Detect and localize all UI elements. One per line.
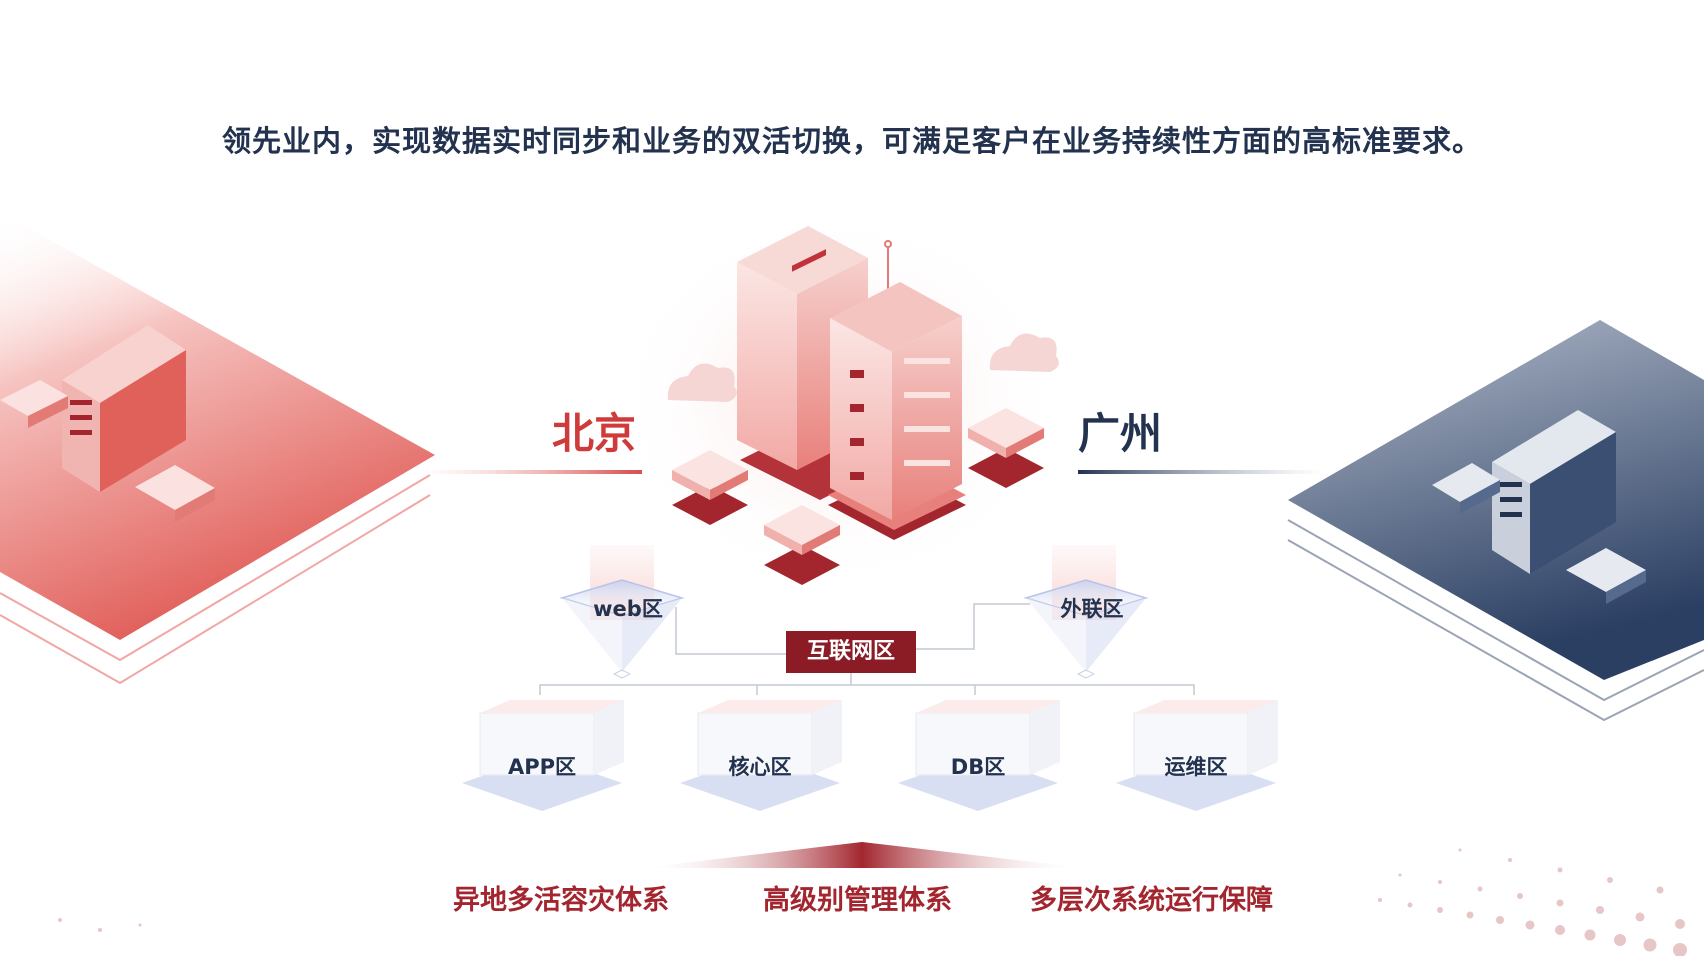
bottom-accent-bar xyxy=(640,842,1084,868)
headline: 领先业内，实现数据实时同步和业务的双活切换，可满足客户在业务持续性方面的高标准要… xyxy=(221,124,1482,158)
ops-zone-cube xyxy=(1116,700,1278,811)
db-zone-cube xyxy=(898,700,1060,811)
server-box-icon xyxy=(1492,410,1616,574)
router-icon xyxy=(1432,463,1646,604)
bottom-item-operations: 多层次系统运行保障 xyxy=(1030,885,1273,916)
server-cluster-icon xyxy=(610,210,1070,590)
bottom-item-disaster-recovery: 异地多活容灾体系 xyxy=(453,885,669,916)
city-beijing: 北京 xyxy=(552,409,637,458)
router-icon xyxy=(0,380,215,522)
app-zone-label: APP区 xyxy=(507,755,577,779)
app-zone-cube xyxy=(462,700,624,811)
switch-module-icon xyxy=(672,408,1044,585)
db-zone-label: DB区 xyxy=(950,755,1006,779)
cloud-icon xyxy=(989,333,1059,372)
external-zone-cone xyxy=(1023,579,1149,679)
cloud-icon xyxy=(667,363,737,402)
beijing-link-line xyxy=(420,470,642,474)
city-guangzhou: 广州 xyxy=(1078,409,1163,458)
ops-zone-label: 运维区 xyxy=(1164,755,1228,779)
beijing-platform xyxy=(0,212,435,685)
guangzhou-platform xyxy=(1287,320,1704,722)
network-connectors xyxy=(539,603,1195,695)
external-zone-label: 外联区 xyxy=(1060,597,1124,621)
web-zone-cone xyxy=(559,579,685,679)
core-zone-cube xyxy=(680,700,842,811)
dot-pattern xyxy=(58,848,1687,956)
server-box-icon xyxy=(62,325,186,492)
guangzhou-link-line xyxy=(1078,470,1323,474)
web-zone-label: web区 xyxy=(593,597,663,621)
core-zone-label: 核心区 xyxy=(728,755,792,779)
internet-zone-box: 互联网区 xyxy=(786,631,916,673)
bottom-item-management: 高级别管理体系 xyxy=(763,885,952,916)
